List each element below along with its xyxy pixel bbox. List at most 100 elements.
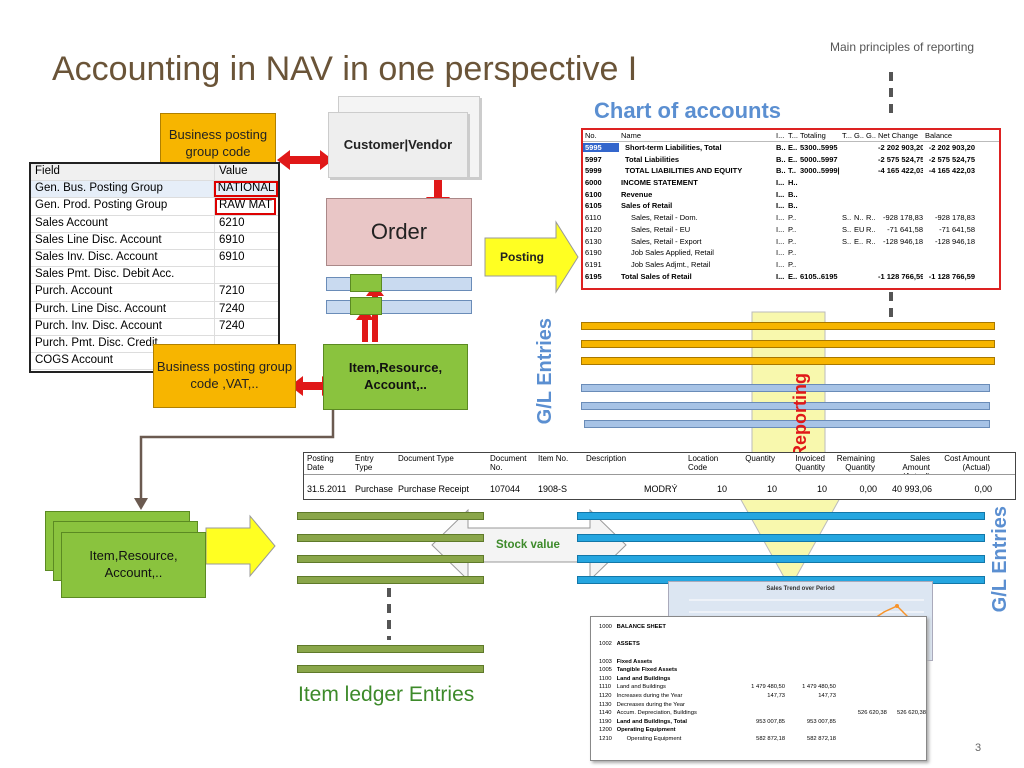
item-resource-stack-box: Item,Resource, Account,.. xyxy=(61,532,206,598)
ledger-column-header: Document No. xyxy=(490,454,527,473)
coa-cell: TOTAL LIABILITIES AND EQUITY xyxy=(625,166,743,176)
coa-cell: -1 128 766,59 xyxy=(928,271,975,281)
balance-sheet-cell: 582 872,18 xyxy=(756,736,786,743)
coa-column-header: Name xyxy=(621,130,642,140)
coa-cell: I... xyxy=(776,271,785,281)
ledger-cell: 107044 xyxy=(490,484,521,494)
coa-column-header: I... xyxy=(776,130,785,140)
ledger-column-header: Invoiced Quantity xyxy=(795,454,825,473)
balance-sheet-cell: Operating Equipment xyxy=(626,736,682,743)
double-arrow-red-top xyxy=(277,150,333,170)
balance-sheet-cell: 1140 xyxy=(599,710,612,717)
coa-column-header: T... xyxy=(842,130,852,140)
ledger-cell: 31.5.2011 xyxy=(307,484,347,494)
coa-column-header: T... xyxy=(788,130,798,140)
posting-label: Posting xyxy=(500,250,544,264)
balance-sheet-cell: 953 007,85 xyxy=(806,718,836,725)
coa-cell: -71 641,58 xyxy=(939,224,975,234)
stack-to-ledger-arrow xyxy=(205,514,276,578)
coa-cell: R.. xyxy=(866,236,876,246)
balance-sheet-cell: 1005 xyxy=(599,667,612,674)
balance-sheet-cell: ASSETS xyxy=(616,641,640,648)
field-name: Sales Pmt. Disc. Debit Acc. xyxy=(31,267,215,284)
coa-cell: B.. xyxy=(776,166,786,176)
balance-sheet-row: 1210 Operating Equipment 582 872,18 582 872… xyxy=(599,735,926,744)
coa-cell: E.. xyxy=(788,154,798,164)
order-bar-1 xyxy=(326,277,472,291)
coa-cell: P.. xyxy=(788,236,797,246)
coa-cell: Total Sales of Retail xyxy=(621,271,692,281)
coa-cell: 6130 xyxy=(585,236,602,246)
coa-cell: -4 165 422,03 xyxy=(928,166,975,176)
field-name: Sales Line Disc. Account xyxy=(31,232,215,249)
balance-sheet-cell: 147,73 xyxy=(767,693,786,700)
coa-cell: -1 128 766,59 xyxy=(878,271,923,281)
coa-cell: 6191 xyxy=(585,259,602,269)
coa-column-header: No. xyxy=(585,130,597,140)
coa-cell: B.. xyxy=(788,189,798,199)
coa-cell: I... xyxy=(776,224,785,234)
coa-cell: P.. xyxy=(788,259,797,269)
coa-cell: B.. xyxy=(776,143,786,153)
gl-bar-orange-1 xyxy=(581,322,995,330)
coa-cell: Sales, Retail - Export xyxy=(631,236,702,246)
balance-sheet-cell: Accum. Depreciation, Buildings xyxy=(616,710,697,717)
balance-sheet-cell: 1000 xyxy=(599,624,612,631)
posting-arrow xyxy=(484,220,579,294)
coa-cell: I... xyxy=(776,236,785,246)
coa-cell: -2 202 903,20 xyxy=(928,143,975,153)
coa-cell: Short-term Liabilities, Total xyxy=(625,143,722,153)
coa-cell: 6195 xyxy=(585,271,602,281)
customer-vendor-box: Customer|Vendor xyxy=(328,112,468,178)
balance-sheet-cell: 1210 xyxy=(599,736,612,743)
gl-entries-left-label: G/L Entries xyxy=(534,318,556,425)
coa-cell: 6190 xyxy=(585,248,602,258)
ledger-column-header: Posting Date xyxy=(307,454,334,473)
stock-value-label: Stock value xyxy=(496,539,560,551)
balance-sheet-cell: 1110 xyxy=(599,684,612,691)
balance-sheet-cell: Fixed Assets xyxy=(616,658,653,665)
balance-sheet-cell: Land and Buildings, Total xyxy=(616,718,688,725)
bus-posting-vat-box: Business posting group code ,VAT,.. xyxy=(153,344,296,408)
coa-cell: Total Liabilities xyxy=(625,154,680,164)
coa-cell: 6120 xyxy=(585,224,602,234)
coa-cell: 3000..5999|... xyxy=(800,166,840,176)
gl-bar-orange-2 xyxy=(581,340,995,348)
ledger-column-header: Location Code xyxy=(688,454,719,473)
balance-sheet-cell: 1120 xyxy=(599,693,612,700)
field-value xyxy=(215,267,223,283)
ledger-column-header: Description xyxy=(586,454,627,463)
field-name: Purch. Pmt. Disc. Credit xyxy=(31,335,215,353)
ledger-cell: 1908-S xyxy=(538,484,568,494)
coa-cell: 6105 xyxy=(585,201,602,211)
balance-sheet-cell: 526 620,38 xyxy=(896,710,926,717)
item-resource-stack-label: Item,Resource, Account,.. xyxy=(89,548,178,580)
balance-sheet-row xyxy=(599,649,926,658)
coa-cell: E.. xyxy=(854,236,864,246)
ledger-cell: MODRÝ xyxy=(644,484,678,494)
balance-sheet-cell: Land and Buildings xyxy=(616,684,666,691)
coa-cell: INCOME STATEMENT xyxy=(621,178,698,188)
order-green-marker-2 xyxy=(350,297,382,315)
gl-bar-blue-1 xyxy=(581,384,990,392)
ledger-cell: 0,00 xyxy=(859,484,877,494)
coa-cell: 6110 xyxy=(585,213,602,223)
ledger-column-header: Cost Amount (Actual) xyxy=(944,454,990,473)
coa-cell: I... xyxy=(776,213,785,223)
order-green-marker-1 xyxy=(350,274,382,292)
balance-sheet-cell: 582 872,18 xyxy=(806,736,836,743)
